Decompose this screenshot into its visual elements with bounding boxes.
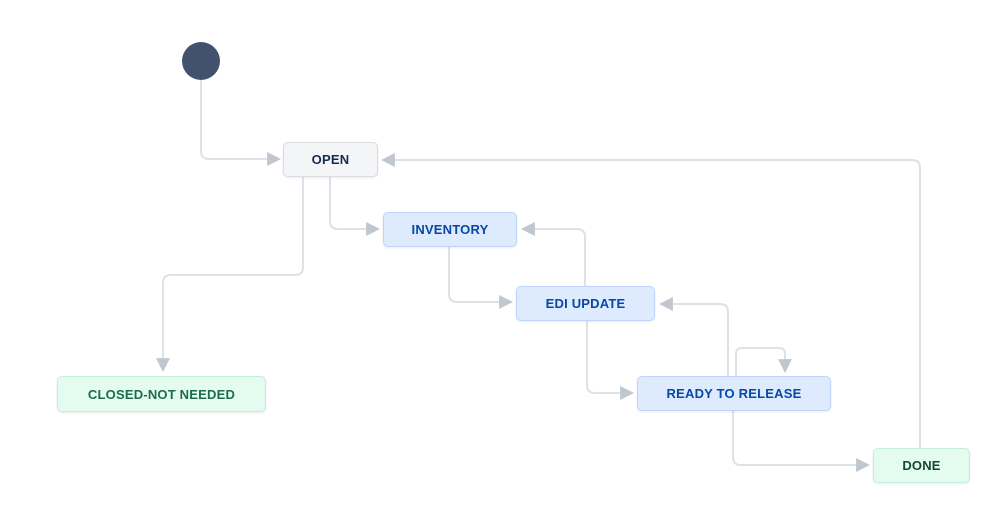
state-done[interactable]: DONE [873, 448, 970, 483]
edge-ready-to-release-to-edi-update [658, 297, 729, 376]
state-ready-to-release[interactable]: READY TO RELEASE [637, 376, 831, 411]
edge-ready-to-release-to-done [732, 411, 871, 472]
state-closed-not-needed[interactable]: CLOSED-NOT NEEDED [57, 376, 266, 412]
state-ready-to-release-label: READY TO RELEASE [666, 386, 802, 401]
edge-ready-to-release-self-loop [735, 347, 792, 376]
edge-done-to-open [380, 153, 921, 448]
edge-edi-update-to-inventory [520, 222, 586, 286]
state-done-label: DONE [902, 458, 941, 473]
edge-open-to-closed-not-needed [156, 177, 304, 373]
state-open[interactable]: OPEN [283, 142, 378, 177]
edge-start-to-open [200, 79, 282, 166]
state-edi-update[interactable]: EDI UPDATE [516, 286, 655, 321]
state-inventory[interactable]: INVENTORY [383, 212, 517, 247]
edge-open-to-inventory [329, 177, 381, 236]
state-inventory-label: INVENTORY [411, 222, 489, 237]
edge-edi-update-to-ready-to-release [586, 321, 635, 400]
edge-inventory-to-edi-update [448, 247, 514, 309]
initial-state-node[interactable] [182, 42, 220, 80]
state-edi-update-label: EDI UPDATE [545, 296, 626, 311]
state-open-label: OPEN [311, 152, 350, 167]
state-closed-not-needed-label: CLOSED-NOT NEEDED [87, 386, 236, 402]
